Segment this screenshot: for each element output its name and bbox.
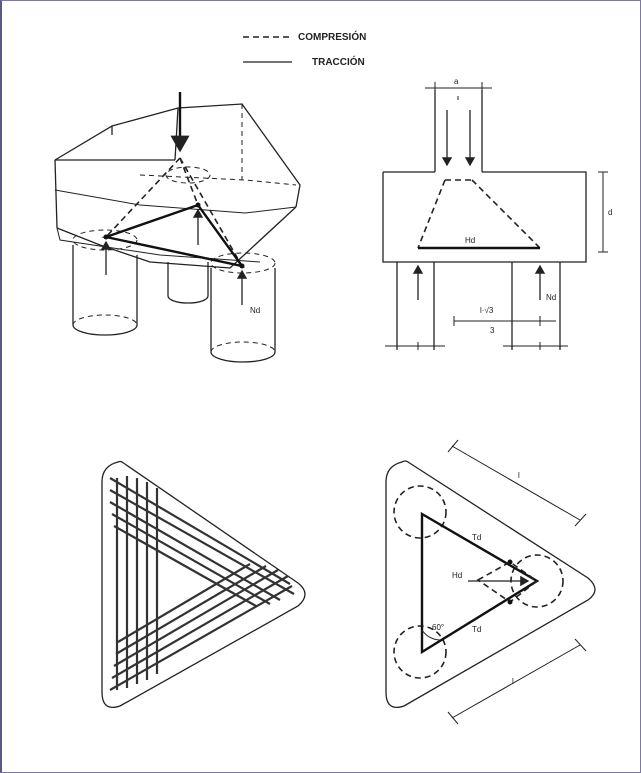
legend-traction-label: TRACCIÓN	[312, 55, 365, 68]
strut-left	[105, 157, 181, 238]
pile-right	[210, 252, 276, 363]
cap-edge	[54, 159, 58, 229]
l-top-label: l	[518, 471, 520, 480]
hd-section-label: Hd	[465, 236, 475, 245]
strut-right	[471, 179, 541, 249]
l-root3-label: l·√3	[480, 306, 494, 315]
rebar	[109, 501, 281, 601]
rebar	[109, 489, 295, 595]
axonometric-view: Nd	[54, 92, 301, 363]
strut-left	[417, 179, 446, 249]
cap-outline	[382, 171, 587, 263]
strut-back	[179, 157, 199, 206]
cap-edge	[174, 107, 179, 161]
angle-label: 60°	[432, 623, 444, 632]
hd-plan-label: Hd	[452, 571, 462, 580]
legend: COMPRESIÓN TRACCIÓN	[243, 30, 366, 68]
dimension-l-top	[451, 445, 581, 521]
rebar	[117, 563, 251, 643]
dimension-l-bottom	[451, 644, 581, 719]
force-plan: Hd Td Td 60° l l	[385, 439, 596, 725]
pile-left	[72, 229, 138, 336]
dimension-a-label: a	[454, 77, 459, 86]
cap-mid-line	[54, 189, 297, 214]
strut-right	[179, 157, 243, 267]
rebar	[115, 565, 267, 655]
rebar	[111, 575, 289, 679]
pile-back	[165, 166, 211, 304]
l-bottom-label: l	[512, 677, 514, 686]
tension-triangle	[101, 203, 245, 268]
rebar	[113, 569, 279, 667]
cap-top-outline	[54, 103, 301, 208]
cap-plan-outline	[385, 460, 596, 709]
compression-diamond	[476, 561, 539, 603]
nd-section-label: Nd	[546, 293, 556, 302]
reinforcement-plan	[101, 460, 306, 709]
nd-label: Nd	[250, 306, 260, 315]
rebar	[109, 477, 291, 585]
td-bottom-label: Td	[472, 625, 481, 634]
cap-bottom-outline	[56, 206, 297, 269]
rebar	[109, 585, 293, 691]
pile-circle	[393, 625, 447, 679]
rebar	[113, 525, 257, 607]
cap-plan-outline	[101, 460, 306, 709]
dimension-d-label: d	[608, 208, 612, 217]
section-view: a Hd d Nd l·√3 3	[382, 77, 612, 350]
pile-circle	[393, 485, 447, 539]
angle-arc	[421, 629, 441, 641]
cap-hidden-edge	[139, 174, 297, 186]
td-top-label: Td	[472, 533, 481, 542]
legend-compression-label: COMPRESIÓN	[298, 30, 366, 43]
l-root3-denominator: 3	[490, 326, 495, 335]
tension-triangle	[420, 511, 540, 655]
